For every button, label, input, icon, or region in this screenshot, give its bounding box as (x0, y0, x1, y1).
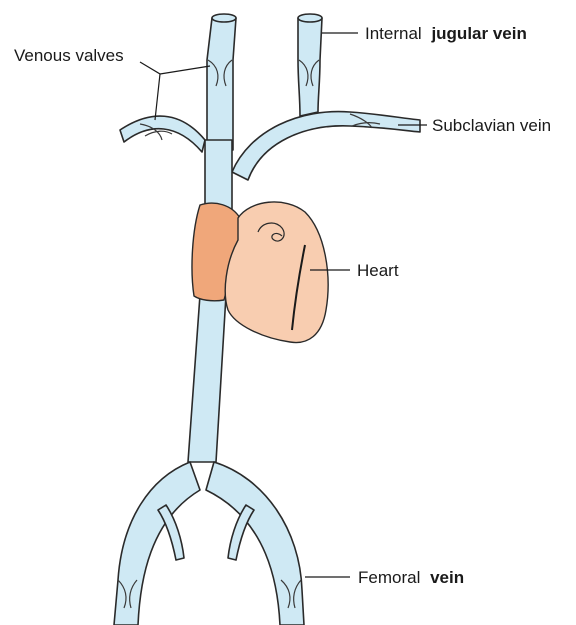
left-subclavian-vein (120, 116, 205, 152)
right-internal-jugular-vein (298, 18, 322, 116)
label-subclavian-vein: Subclavian vein (432, 116, 551, 135)
label-femoral-bold: vein (430, 568, 464, 587)
label-venous-valves: Venous valves (14, 46, 124, 65)
left-jugular-opening (212, 14, 236, 22)
right-jugular-opening (298, 14, 322, 22)
right-subclavian-vein (232, 112, 420, 180)
left-femoral-vein (114, 462, 200, 625)
label-internal-jugular-bold: jugular vein (430, 24, 526, 43)
leader-venous-valves (140, 62, 160, 120)
leader-venous-valves (160, 66, 210, 74)
label-femoral-vein: Femoral vein (358, 568, 464, 587)
label-heart: Heart (357, 261, 399, 280)
label-femoral-plain: Femoral (358, 568, 420, 587)
superior-vena-cava (205, 140, 232, 210)
label-internal-jugular-plain: Internal (365, 24, 422, 43)
left-internal-jugular-vein (207, 18, 236, 150)
label-internal-jugular-vein: Internal jugular vein (365, 24, 527, 43)
ventricle (225, 202, 328, 343)
left-inner-tributary (158, 505, 184, 560)
right-femoral-vein-branch (206, 462, 304, 625)
right-inner-tributary (228, 505, 254, 560)
inferior-vena-cava (188, 295, 226, 462)
